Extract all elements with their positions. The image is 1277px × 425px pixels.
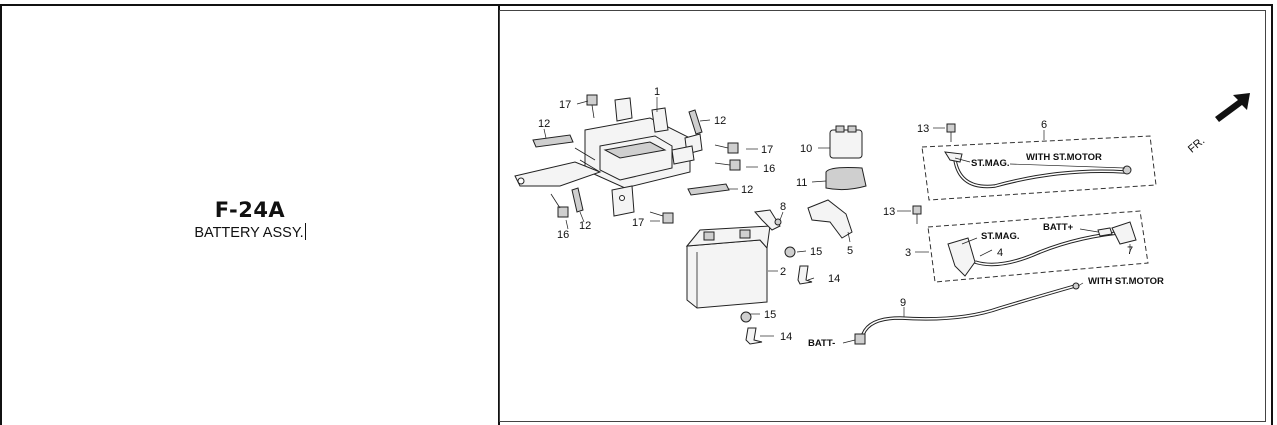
battery-cable-3	[947, 221, 1137, 277]
callout-3: 3	[905, 247, 911, 259]
battery	[685, 225, 771, 309]
leader-lines	[543, 97, 1131, 344]
text-cursor	[304, 223, 306, 240]
callout-12b: 12	[714, 115, 726, 127]
callout-12a: 12	[538, 118, 550, 130]
section-code: F-24A	[214, 198, 286, 222]
callout-12c: 12	[741, 184, 753, 196]
callout-17c: 17	[632, 217, 644, 229]
callout-17a: 17	[559, 99, 571, 111]
with-st-motor-label-1: WITH ST.MOTOR	[1026, 152, 1102, 163]
section-info-panel: F-24A BATTERY ASSY.	[2, 6, 498, 425]
callout-1: 1	[654, 86, 660, 98]
callout-6: 6	[1041, 119, 1047, 131]
callout-4: 4	[997, 247, 1003, 259]
callout-10: 10	[800, 143, 812, 155]
callout-13a: 13	[917, 123, 929, 135]
callout-16a: 16	[763, 163, 775, 175]
with-st-motor-label-2: WITH ST.MOTOR	[1088, 276, 1164, 287]
callout-7: 7	[1127, 245, 1133, 257]
callout-2: 2	[780, 266, 786, 278]
st-mag-label-1: ST.MAG.	[971, 158, 1010, 169]
callout-15a: 15	[810, 246, 822, 258]
front-label: FR.	[1186, 135, 1207, 156]
callout-13b: 13	[883, 206, 895, 218]
nuts-screws	[740, 246, 813, 345]
section-title-text: BATTERY ASSY.	[194, 225, 304, 241]
bolts-13	[912, 123, 956, 224]
ground-cable-9	[854, 282, 1080, 345]
callout-17b: 17	[761, 144, 773, 156]
relay-cover	[825, 167, 867, 191]
callout-5: 5	[847, 245, 853, 257]
callout-15b: 15	[764, 309, 776, 321]
rubber-pads	[532, 109, 730, 213]
callout-14a: 14	[828, 273, 840, 285]
st-mag-label-2: ST.MAG.	[981, 231, 1020, 242]
cable-box-3	[927, 210, 1149, 283]
clamp-8	[754, 209, 782, 231]
battery-tray	[514, 97, 703, 217]
batt-minus-label: BATT-	[808, 338, 835, 349]
page-frame	[0, 4, 1273, 425]
callout-8: 8	[780, 201, 786, 213]
front-arrow-icon	[1215, 93, 1250, 122]
starter-cable-6	[944, 151, 1132, 189]
annotations: ST.MAG. WITH ST.MOTOR ST.MAG. BATT+ WITH…	[808, 152, 1164, 349]
section-title[interactable]: BATTERY ASSY.	[2, 223, 498, 241]
callout-14b: 14	[780, 331, 792, 343]
bolts	[550, 94, 741, 224]
callout-9: 9	[900, 297, 906, 309]
bracket-5	[807, 199, 853, 239]
callout-numbers: 1 2 3 4 5 6 7 8 9 10 11 12 12 12 12 13 1…	[538, 86, 1133, 343]
batt-plus-label: BATT+	[1043, 222, 1074, 233]
callout-11: 11	[796, 177, 807, 189]
cable-box-6	[921, 135, 1157, 201]
callout-16b: 16	[557, 229, 569, 241]
starter-relay	[829, 125, 863, 159]
diagram-frame	[499, 10, 1266, 422]
callout-12d: 12	[579, 220, 591, 232]
